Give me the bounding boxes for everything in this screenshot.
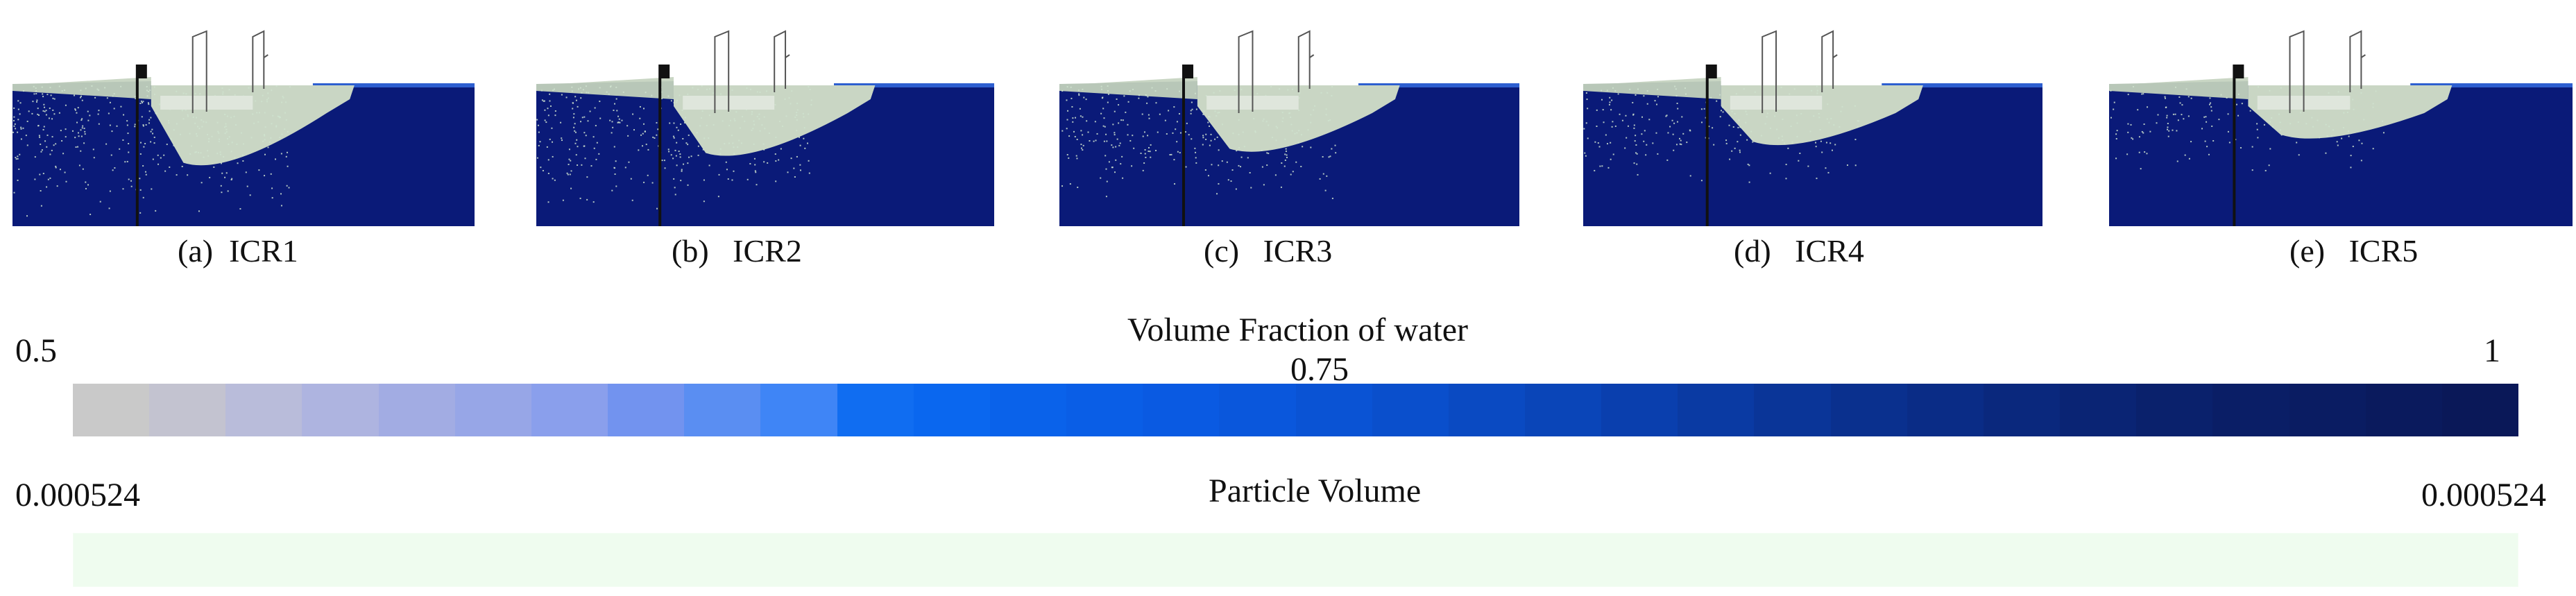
caption-letter: (a)	[178, 233, 214, 269]
colorbar-segment	[302, 384, 379, 436]
colorbar-segment	[1143, 384, 1220, 436]
colorbar-segment	[1830, 384, 1907, 436]
colorbar-segment	[149, 384, 226, 436]
colorbar-segment	[760, 384, 837, 436]
colorbar-segment	[2365, 384, 2442, 436]
caption-name: ICR4	[1795, 233, 1864, 269]
colorbar-segment	[454, 384, 531, 436]
colorbar-segment	[531, 384, 608, 436]
simulation-image	[1059, 30, 1519, 226]
sediment-region	[12, 77, 355, 166]
panel-icr4	[1583, 19, 2042, 226]
caption-name: ICR2	[733, 233, 802, 269]
colorbar-segment	[2212, 384, 2289, 436]
water-legend-min: 0.5	[15, 332, 57, 369]
colorbar-segment	[378, 384, 455, 436]
panel-icr5	[2109, 19, 2573, 226]
colorbar-segment	[2441, 384, 2518, 436]
simulation-image	[536, 30, 994, 226]
colorbar-segment	[1754, 384, 1831, 436]
simulation-image	[12, 30, 475, 226]
particle-legend-title: Particle Volume	[1209, 472, 1422, 509]
caption-icr1: (a) ICR1	[178, 232, 298, 269]
colorbar-segment	[608, 384, 685, 436]
particle-colorbar	[73, 533, 2518, 587]
water-legend-title: Volume Fraction of water	[1127, 312, 1468, 348]
water-legend-mid: 0.75	[1290, 351, 1349, 388]
colorbar-segment	[2136, 384, 2213, 436]
colorbar-segment	[837, 384, 914, 436]
caption-icr5: (e) ICR5	[2289, 232, 2418, 269]
colorbar-segment	[1219, 384, 1296, 436]
panel-icr2	[536, 19, 994, 226]
sediment-region	[1059, 77, 1400, 152]
caption-letter: (b)	[672, 233, 709, 269]
panel-icr3	[1059, 19, 1519, 226]
sediment-region	[1583, 77, 1923, 146]
caption-icr4: (d) ICR4	[1734, 232, 1864, 269]
colorbar-segment	[2060, 384, 2137, 436]
water-colorbar	[73, 384, 2518, 436]
colorbar-segment	[1678, 384, 1755, 436]
colorbar-segment	[1601, 384, 1678, 436]
colorbar-segment	[1448, 384, 1525, 436]
caption-letter: (d)	[1734, 233, 1771, 269]
colorbar-segment	[1907, 384, 1984, 436]
simulation-image	[1583, 30, 2042, 226]
colorbar-segment	[1983, 384, 2061, 436]
caption-letter: (e)	[2289, 233, 2326, 269]
particle-legend-max: 0.000524	[2421, 477, 2546, 513]
caption-name: ICR3	[1263, 233, 1333, 269]
colorbar-segment	[2289, 384, 2366, 436]
water-legend-max: 1	[2484, 332, 2500, 369]
colorbar-segment	[225, 384, 302, 436]
caption-name: ICR5	[2348, 233, 2419, 269]
colorbar-segment	[684, 384, 761, 436]
particle-legend-min: 0.000524	[15, 477, 140, 513]
caption-letter: (c)	[1204, 233, 1240, 269]
caption-icr3: (c) ICR3	[1204, 232, 1332, 269]
colorbar-segment	[1372, 384, 1449, 436]
colorbar-segment	[989, 384, 1067, 436]
sediment-region	[536, 77, 876, 156]
colorbar-segment	[1524, 384, 1602, 436]
caption-name: ICR1	[229, 233, 298, 269]
simulation-image	[2109, 30, 2573, 226]
colorbar-segment	[913, 384, 990, 436]
caption-icr2: (b) ICR2	[672, 232, 802, 269]
colorbar-segment	[73, 384, 150, 436]
panel-icr1	[12, 19, 475, 226]
colorbar-segment	[1066, 384, 1143, 436]
colorbar-segment	[1295, 384, 1372, 436]
